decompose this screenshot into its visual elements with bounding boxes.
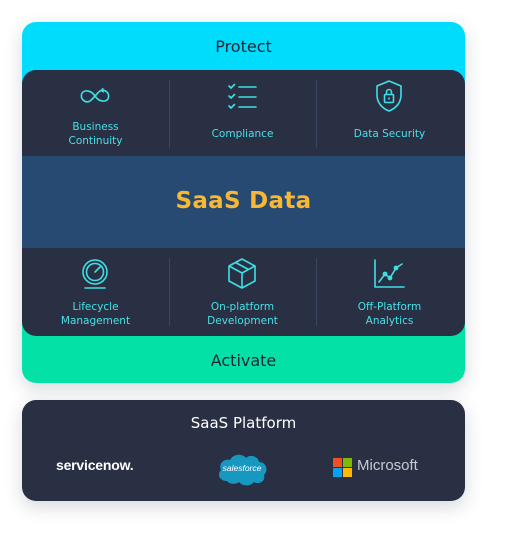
divider <box>316 258 317 326</box>
divider <box>169 80 170 148</box>
microsoft-grid-icon <box>333 458 353 478</box>
protect-label: Protect <box>215 37 272 56</box>
compliance-cell: Compliance <box>169 70 316 156</box>
servicenow-logo: servicenow. <box>56 457 134 473</box>
protect-capabilities-row: Business Continuity Compliance <box>22 70 465 156</box>
lifecycle-management-label: Lifecycle Management <box>60 301 131 327</box>
salesforce-wordmark: salesforce <box>222 463 262 473</box>
divider <box>316 80 317 148</box>
checklist-icon <box>228 83 257 109</box>
data-stack-diagram: Protect Activate Business Continuity <box>22 22 465 383</box>
saas-data-label: SaaS Data <box>175 188 312 214</box>
business-continuity-cell: Business Continuity <box>22 70 169 156</box>
salesforce-logo: salesforce <box>214 450 270 488</box>
divider <box>169 258 170 326</box>
salesforce-cloud-icon <box>219 454 267 486</box>
gauge-icon <box>82 259 108 289</box>
saas-platform-card: SaaS Platform servicenow. salesforce Mic… <box>22 400 465 501</box>
capabilities-panel: Business Continuity Compliance <box>22 70 465 336</box>
on-platform-development-label: On-platform Development <box>207 301 278 327</box>
cube-icon <box>228 258 256 289</box>
lifecycle-management-cell: Lifecycle Management <box>22 248 169 336</box>
business-continuity-label: Business Continuity <box>68 121 123 147</box>
activate-label: Activate <box>210 351 277 370</box>
data-security-label: Data Security <box>353 128 426 140</box>
microsoft-wordmark: Microsoft <box>357 457 418 474</box>
off-platform-analytics-cell: Off-Platform Analytics <box>316 248 463 336</box>
off-platform-analytics-label: Off-Platform Analytics <box>357 301 422 327</box>
infinity-icon <box>80 87 110 103</box>
on-platform-development-cell: On-platform Development <box>169 248 316 336</box>
activate-capabilities-row: Lifecycle Management On-platform Develop… <box>22 248 465 336</box>
shield-lock-icon <box>376 80 402 112</box>
compliance-label: Compliance <box>211 128 274 140</box>
saas-platform-title: SaaS Platform <box>190 414 297 432</box>
data-security-cell: Data Security <box>316 70 463 156</box>
line-chart-icon <box>374 259 405 288</box>
saas-data-band: SaaS Data <box>22 156 465 248</box>
